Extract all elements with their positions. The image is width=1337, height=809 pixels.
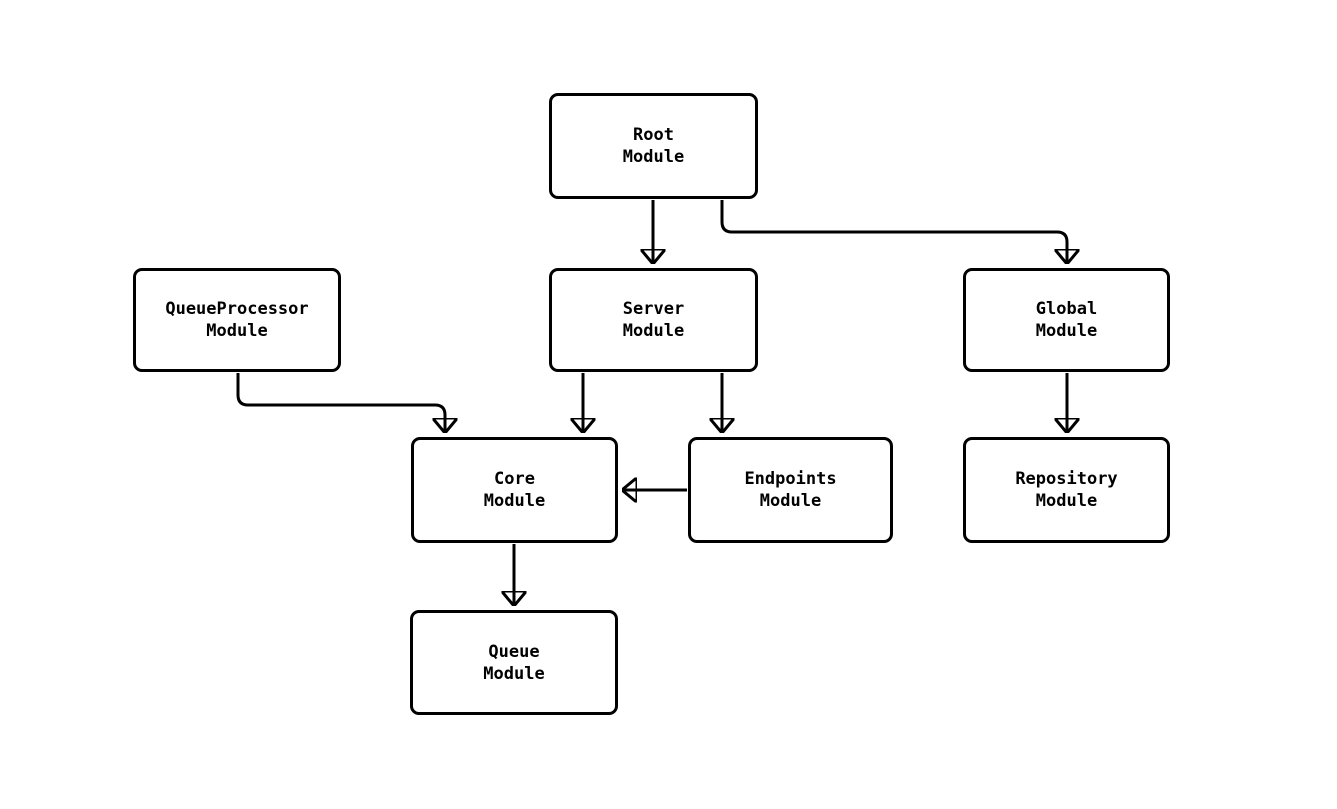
node-endpoints-module: Endpoints Module (688, 437, 893, 543)
node-label-line: Module (759, 491, 822, 511)
node-label-line: Module (622, 321, 685, 341)
node-label-line: Global (1035, 299, 1098, 319)
node-label-line: Endpoints (744, 469, 837, 489)
node-queue-module: Queue Module (410, 610, 618, 715)
node-core-module: Core Module (411, 437, 618, 543)
node-global-module: Global Module (963, 268, 1170, 372)
node-queueprocessor-module: QueueProcessor Module (133, 268, 341, 372)
node-server-module: Server Module (549, 268, 758, 372)
edge-queueprocessor-to-core (236, 373, 445, 432)
node-label-line: Module (622, 147, 685, 167)
node-label-line: Module (1035, 491, 1098, 511)
node-label-line: Root (633, 125, 674, 145)
node-repository-module: Repository Module (963, 437, 1170, 543)
node-root-module: Root Module (549, 93, 758, 199)
edge-root-to-global (720, 200, 1067, 263)
node-label-line: Module (483, 491, 546, 511)
node-label-line: Server (622, 299, 685, 319)
node-label-line: QueueProcessor (165, 299, 309, 319)
node-label-line: Module (483, 663, 545, 684)
node-label-line: Module (206, 321, 268, 341)
node-label-line: Core (494, 469, 535, 489)
node-label-line: Queue (488, 641, 540, 662)
node-label-line: Module (1035, 321, 1098, 341)
node-label-line: Repository (1015, 469, 1118, 489)
